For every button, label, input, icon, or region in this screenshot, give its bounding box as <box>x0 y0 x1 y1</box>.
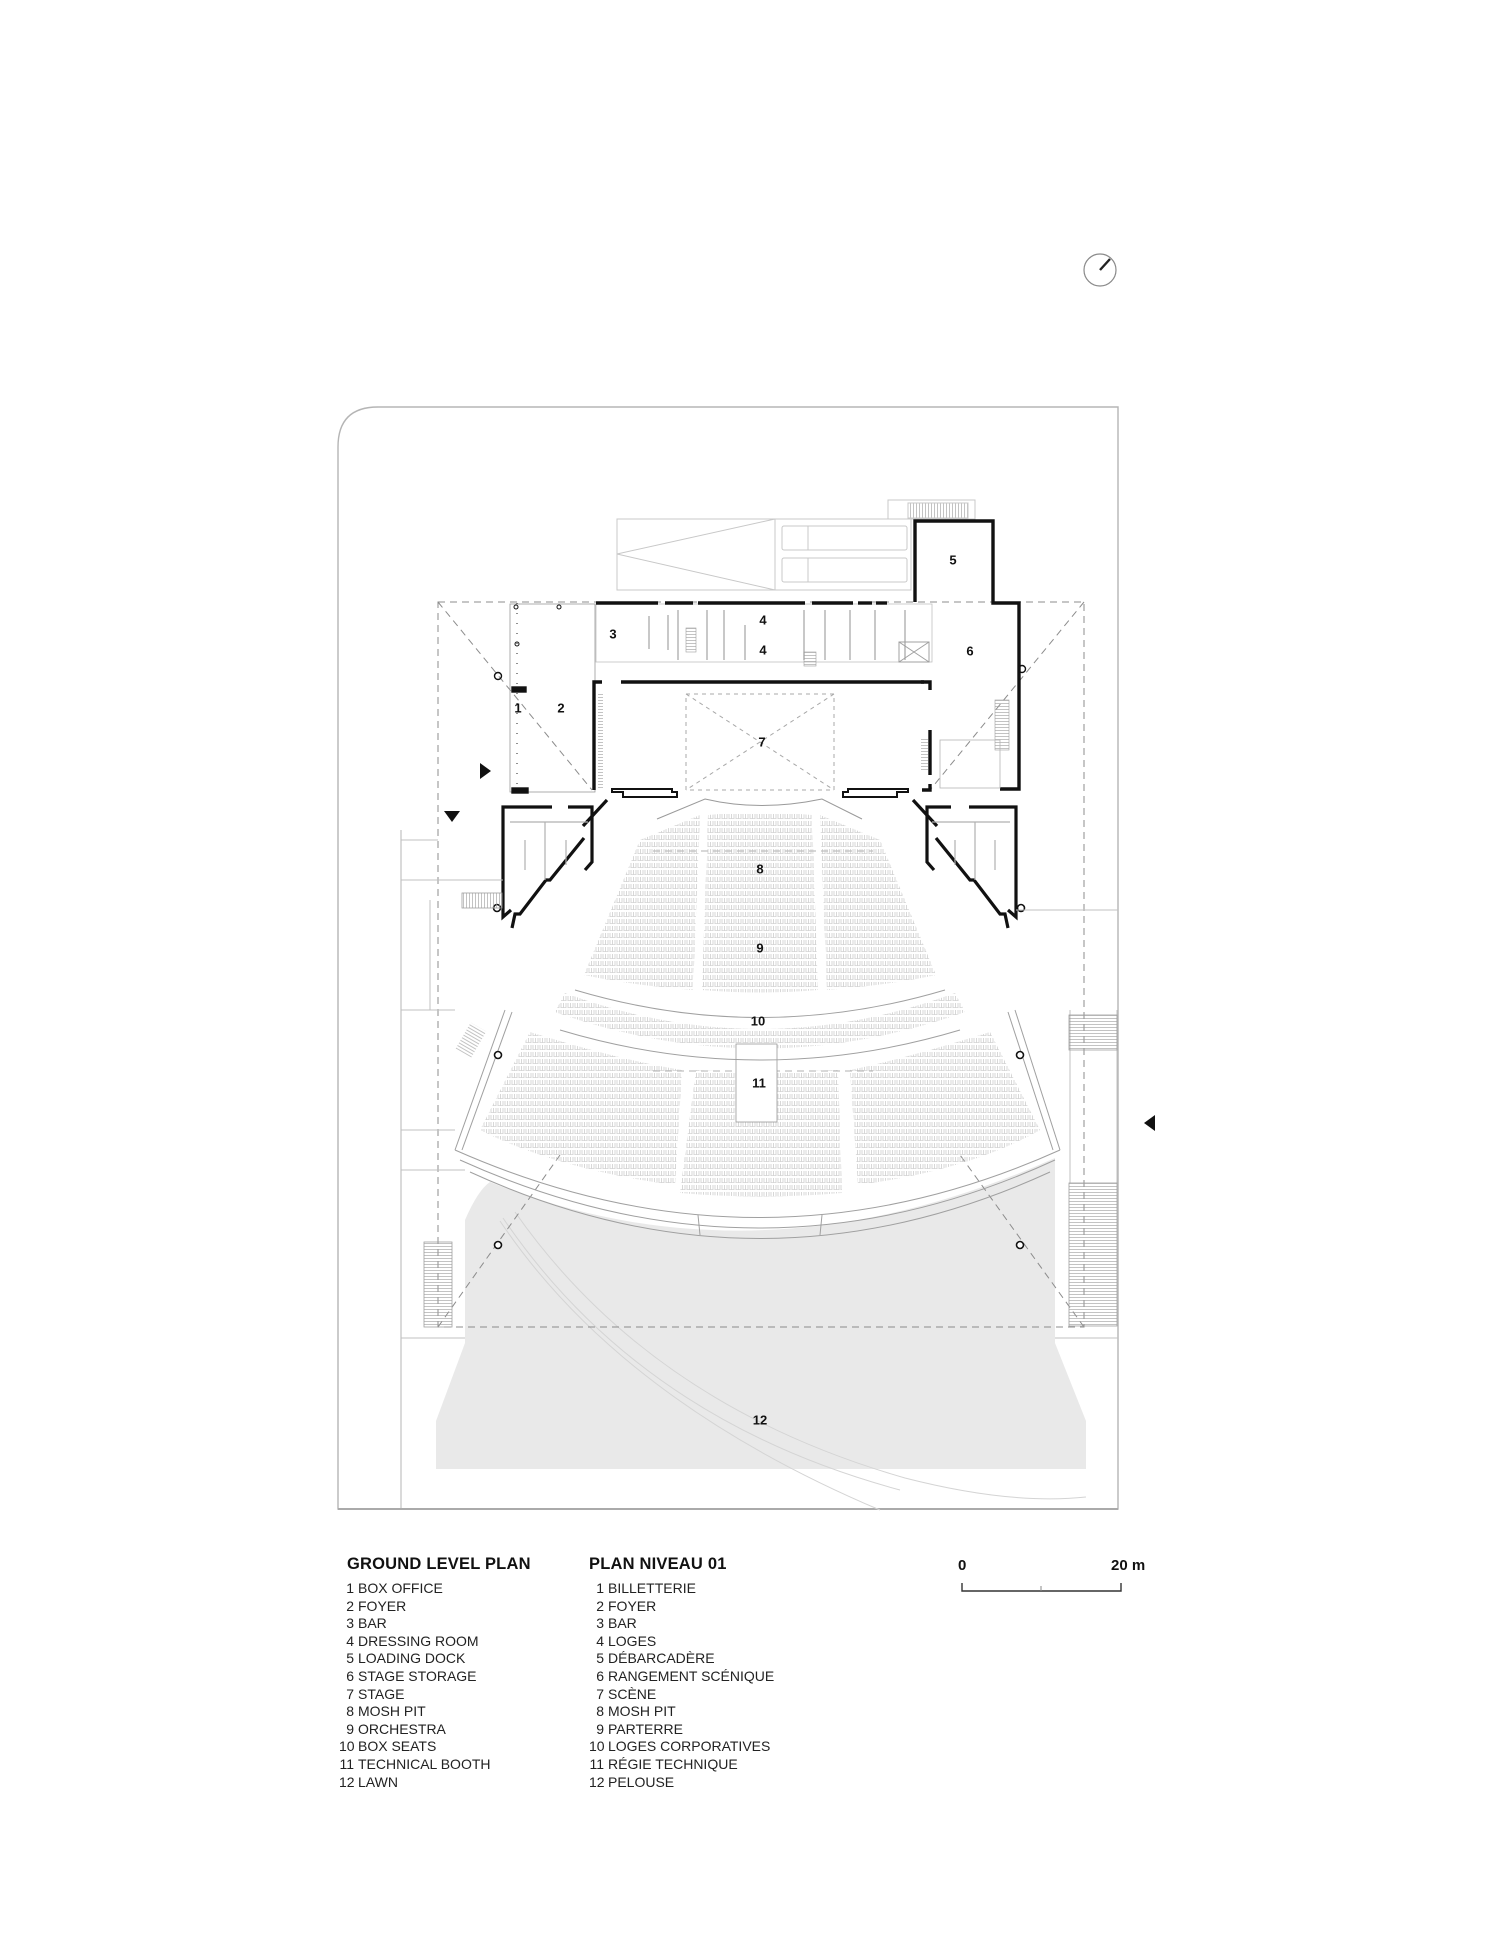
room-label-technical-booth: 11 <box>752 1075 766 1091</box>
stairs-right-upper <box>1068 1014 1118 1051</box>
stairs-right <box>1068 1182 1118 1327</box>
entry-arrow-north <box>444 811 460 822</box>
room-label-orchestra: 9 <box>756 940 764 956</box>
scale-end-label: 20 m <box>1111 1557 1146 1574</box>
back-of-house <box>493 519 1027 798</box>
room-label-bar: 3 <box>609 626 617 642</box>
stage-front <box>656 798 863 820</box>
stairs-left <box>423 1241 453 1328</box>
room-label-loading-dock: 5 <box>949 552 957 568</box>
side-wing-interiors <box>510 821 1010 880</box>
room-label-stage-storage: 6 <box>966 643 974 659</box>
scale-bar-graphic <box>961 1583 1122 1592</box>
room-label-lawn: 12 <box>752 1412 768 1428</box>
room-label-foyer: 2 <box>557 700 565 716</box>
entry-arrow-west <box>480 763 491 779</box>
room-label-dressing-room-b: 4 <box>759 642 767 658</box>
scale-bar: 0 20 m <box>958 1557 1158 1607</box>
seating-orchestra <box>584 812 936 993</box>
room-label-box-office: 1 <box>514 700 522 716</box>
scale-start-label: 0 <box>958 1557 967 1574</box>
room-label-stage: 7 <box>758 734 766 750</box>
legend-title-english: GROUND LEVEL PLAN <box>347 1555 531 1573</box>
stairs <box>455 1022 487 1058</box>
seating-rear <box>480 1032 1040 1197</box>
north-arrow-icon <box>1083 253 1117 287</box>
seating-shell <box>454 989 1061 1239</box>
stairs-left-upper <box>461 892 503 909</box>
side-wings <box>501 798 1018 929</box>
technical-booth-box <box>735 1043 778 1123</box>
legend-title-french: PLAN NIVEAU 01 <box>589 1555 727 1573</box>
loading-area <box>616 499 976 591</box>
room-label-box-seats: 10 <box>750 1013 766 1029</box>
north-arrow <box>1083 253 1117 287</box>
room-label-mosh-pit: 8 <box>756 861 764 877</box>
entry-arrow-east <box>1144 1115 1155 1131</box>
lawn-area <box>436 1158 1087 1511</box>
seating-box-seats <box>555 993 965 1049</box>
room-label-dressing-room-a: 4 <box>759 612 767 628</box>
